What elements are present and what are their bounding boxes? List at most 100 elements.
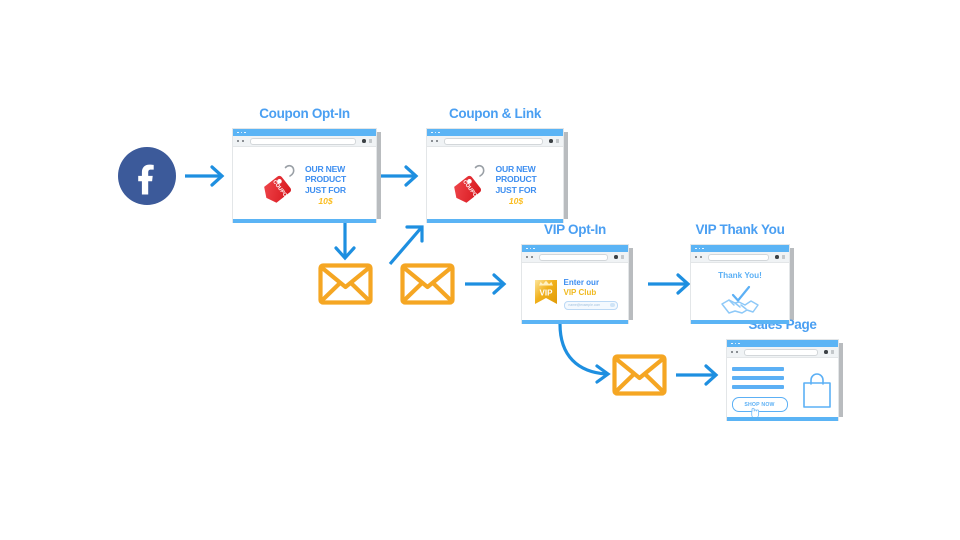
facebook-logo[interactable] [118,147,176,205]
promo-price: 10$ [318,195,333,206]
shop-now-label: SHOP NOW [744,401,775,408]
window-baseline [691,320,789,324]
address-bar[interactable] [539,253,608,261]
coupon-tag-icon: COUPON [453,163,489,207]
text-placeholder-bar [731,367,784,371]
settings-dot-icon[interactable] [549,139,553,143]
vip-email-input[interactable]: name@example.com [563,300,618,310]
arrow-vip-curve-email3 [558,322,611,384]
window-content: VIP Enter our VIP Club name@example.com [522,263,628,324]
shop-now-button[interactable]: SHOP NOW [731,397,788,419]
forward-arrow-icon[interactable] [531,255,534,259]
step-title: Coupon & Link [448,106,542,121]
browser-window: COUPON OUR NEW PRODUCT JUST FOR 10$ [232,128,381,223]
titlebar-dot-icon [434,131,437,134]
window-titlebar [427,129,563,136]
promo-line-2: PRODUCT [495,174,537,185]
settings-dot-icon[interactable] [824,350,828,354]
arrow-fb-to-coupon [185,165,225,187]
window-baseline [522,320,628,324]
window-toolbar [233,136,376,147]
window-shadow [377,132,381,219]
text-placeholder-bar [731,376,784,380]
forward-arrow-icon[interactable] [700,255,703,259]
address-bar[interactable] [744,348,818,356]
coupon-tag-icon: COUPON [263,163,299,207]
email-envelope-2[interactable] [400,263,455,305]
window-shadow [790,248,794,320]
vip-submit-icon[interactable] [610,302,615,308]
back-arrow-icon[interactable] [526,255,529,259]
browser-window: COUPON OUR NEW PRODUCT JUST FOR 10$ [426,128,568,223]
window-titlebar [233,129,376,136]
titlebar-dot-icon [731,342,733,345]
forward-arrow-icon[interactable] [736,350,739,354]
titlebar-dot-icon [240,131,243,134]
promo-line-1: OUR NEW [304,163,346,174]
back-arrow-icon[interactable] [695,255,698,259]
address-bar[interactable] [444,137,543,145]
vip-headline-secondary: VIP Club [563,287,597,297]
arrow-coupon-down [334,219,356,261]
menu-icon[interactable] [368,139,372,143]
titlebar-dot-icon [244,131,247,134]
promo-line-3: JUST FOR [495,184,537,195]
titlebar-dot-icon [438,131,441,134]
email-envelope-3[interactable] [612,354,667,396]
browser-window: VIP Enter our VIP Club name@example.com [521,244,633,324]
arrow-coupon-to-link [378,165,419,187]
titlebar-dot-icon [695,247,697,250]
email-envelope-1[interactable] [318,263,373,305]
menu-icon[interactable] [781,255,785,259]
sales-copy-block: SHOP NOW [731,367,788,419]
window-baseline [427,219,563,223]
window-titlebar [691,245,789,252]
arrow-email2-up-right [388,225,424,266]
back-arrow-icon[interactable] [431,139,434,143]
forward-arrow-icon[interactable] [436,139,439,143]
menu-icon[interactable] [555,139,559,143]
shopping-bag-icon [802,372,831,408]
vip-headline-block: Enter our VIP Club name@example.com [563,277,618,310]
titlebar-dot-icon [698,247,701,250]
envelope-icon [612,354,667,396]
envelope-icon [318,263,373,305]
arrow-email3-to-sales [676,364,719,386]
vip-email-placeholder: name@example.com [568,302,601,307]
titlebar-dot-icon [738,342,741,345]
facebook-f-icon [138,164,154,195]
settings-dot-icon[interactable] [362,139,366,143]
promo-line-1: OUR NEW [495,163,536,174]
promo-line-2: PRODUCT [304,174,347,185]
window-toolbar [522,252,628,263]
menu-icon[interactable] [830,350,834,354]
settings-dot-icon[interactable] [775,255,779,259]
browser-window: Thank You! [690,244,794,324]
step-title: Coupon Opt-In [259,106,350,121]
window-shadow [564,132,568,219]
back-arrow-icon[interactable] [237,139,240,143]
browser-window: SHOP NOW [726,339,843,421]
window-content: Thank You! [691,263,789,324]
step-title: VIP Opt-In [543,222,607,237]
titlebar-dot-icon [734,342,737,345]
titlebar-dot-icon [529,247,532,250]
window-content: SHOP NOW [727,358,838,421]
step-title: VIP Thank You [695,222,785,237]
settings-dot-icon[interactable] [614,255,618,259]
promo-text-block: OUR NEW PRODUCT JUST FOR 10$ [495,164,536,207]
cursor-hand-icon [750,407,759,419]
back-arrow-icon[interactable] [731,350,734,354]
forward-arrow-icon[interactable] [242,139,245,143]
address-bar[interactable] [708,253,769,261]
window-content: COUPON OUR NEW PRODUCT JUST FOR 10$ [233,147,376,223]
window-toolbar [691,252,789,263]
menu-icon[interactable] [620,255,624,259]
promo-text-block: OUR NEW PRODUCT JUST FOR 10$ [305,164,346,207]
vip-headline-primary: Enter our [563,277,600,287]
titlebar-dot-icon [526,247,528,250]
address-bar[interactable] [250,137,356,145]
window-baseline [233,219,376,223]
window-shadow [629,248,633,320]
